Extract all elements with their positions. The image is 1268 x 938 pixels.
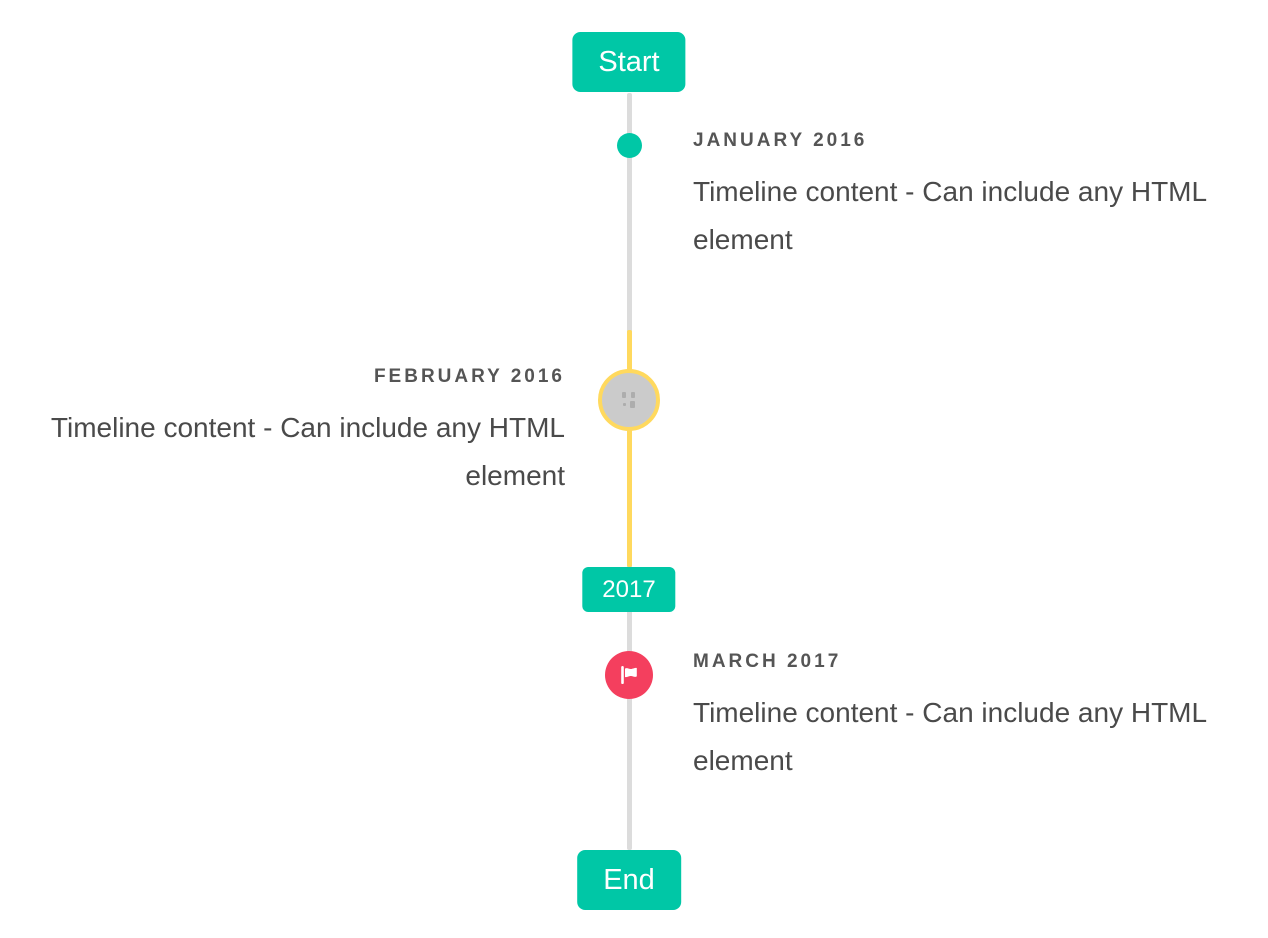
- timeline-line-highlight: [627, 330, 632, 567]
- start-badge: Start: [572, 32, 686, 92]
- item-content-text: Timeline content - Can include any HTML …: [693, 176, 1207, 255]
- marker-dot-january: [617, 133, 642, 158]
- year-badge: 2017: [582, 567, 676, 612]
- item-content-text: Timeline content - Can include any HTML …: [50, 412, 565, 491]
- end-badge: End: [577, 850, 681, 910]
- item-date-label: JANUARY 2016: [693, 130, 868, 151]
- item-date-label: MARCH 2017: [693, 651, 842, 672]
- item-date-label: FEBRUARY 2016: [373, 366, 565, 387]
- broken-text-glyph: [602, 373, 656, 427]
- timeline-item-january: JANUARY 2016 Timeline content - Can incl…: [693, 130, 1233, 264]
- marker-circle-february: [598, 369, 660, 431]
- timeline-item-february: FEBRUARY 2016 Timeline content - Can inc…: [25, 366, 565, 500]
- marker-flag-march: [605, 651, 653, 699]
- timeline-item-march: MARCH 2017 Timeline content - Can includ…: [693, 651, 1233, 785]
- item-content-text: Timeline content - Can include any HTML …: [693, 697, 1207, 776]
- flag-icon: [621, 666, 637, 684]
